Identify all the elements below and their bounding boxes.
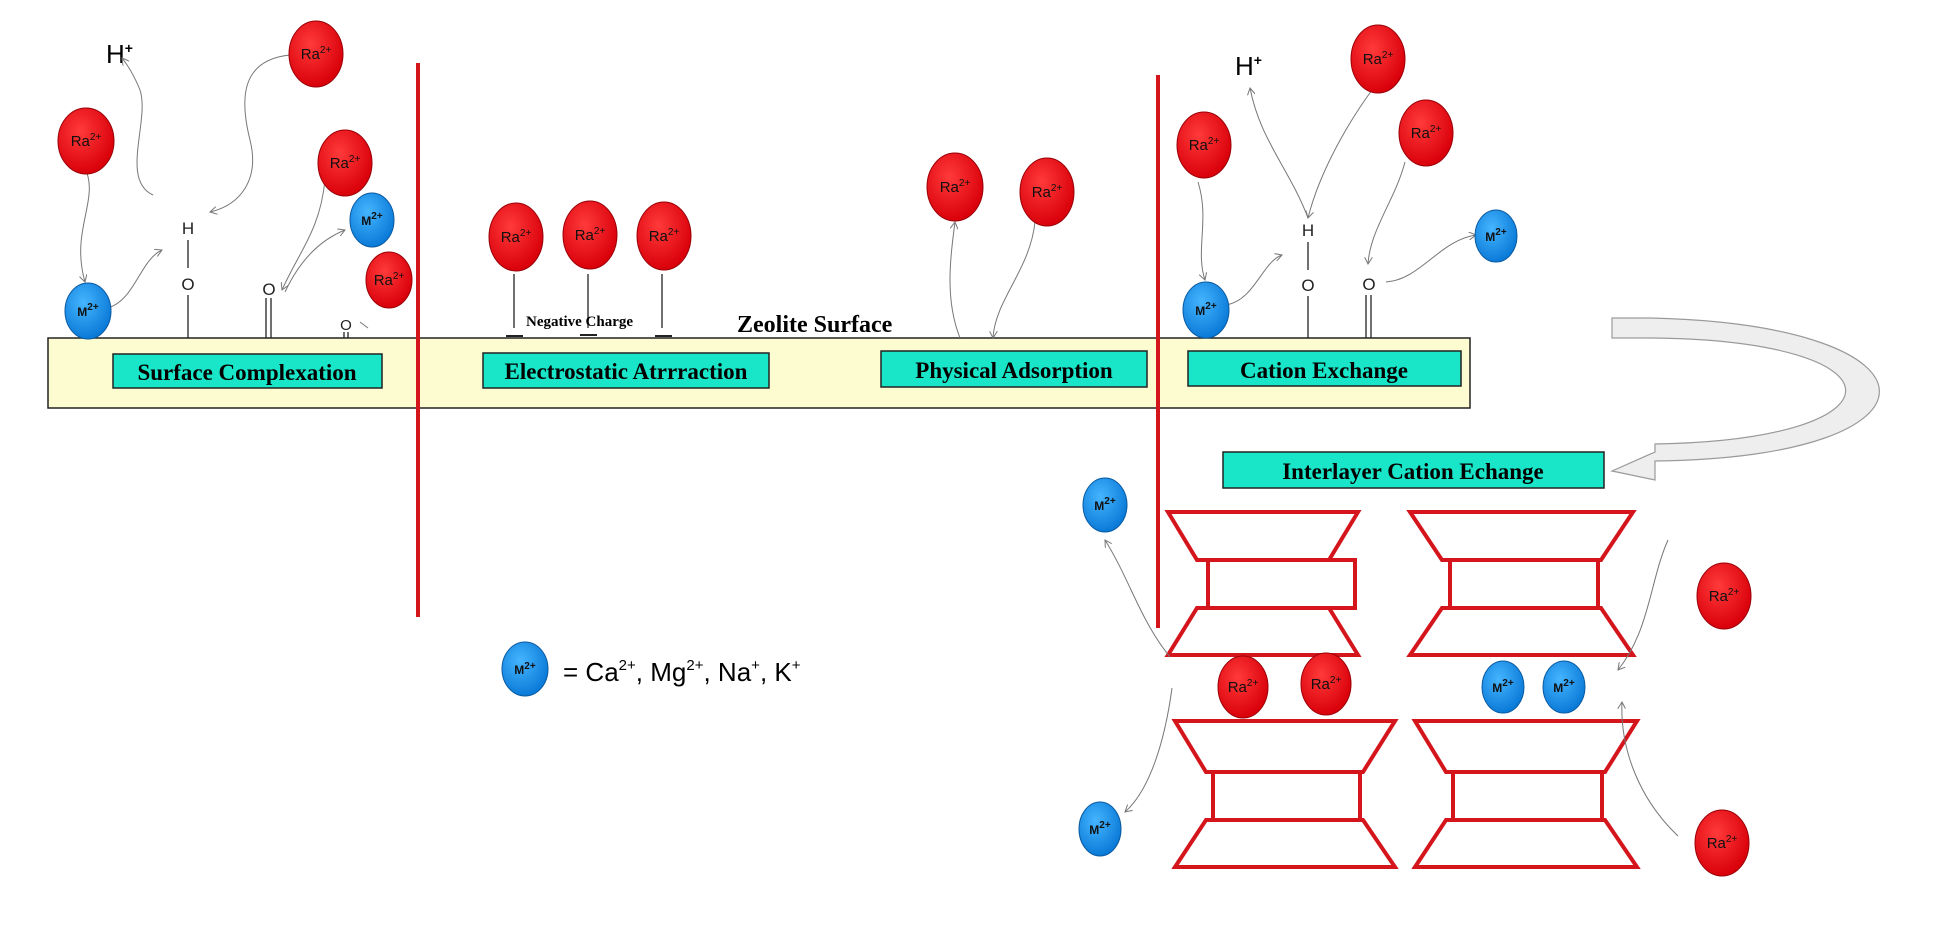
radium-ion: Ra2+: [562, 200, 618, 270]
radium-ion: Ra2+: [488, 202, 544, 272]
radium-ion: Ra2+: [317, 129, 373, 197]
metal-cation: M2+: [1481, 660, 1525, 714]
svg-text:M2+: M2+: [514, 661, 536, 677]
svg-text:Ra2+: Ra2+: [1189, 136, 1220, 154]
svg-text:M2+: M2+: [361, 211, 383, 228]
hydrogen-ion-label-right: H+: [1235, 51, 1262, 81]
surface-hydrogen-atom: H: [182, 219, 194, 238]
label-electrostatic-attraction: Electrostatic Atrrraction: [482, 352, 770, 389]
interlayer-curved-arrow: [1610, 317, 1880, 481]
radium-ion: Ra2+: [1350, 24, 1406, 94]
radium-ions: Ra2+ Ra2+ Ra2+ Ra2+ Ra2+ Ra2+ Ra2+ Ra2+ Ra2+ Ra2+…: [57, 20, 1752, 877]
svg-text:Ra2+: Ra2+: [1709, 587, 1740, 605]
svg-text:Ra2+: Ra2+: [575, 226, 606, 244]
metal-cation: M2+: [349, 192, 395, 248]
radium-ion: Ra2+: [1694, 809, 1750, 877]
svg-text:Ra2+: Ra2+: [374, 271, 405, 289]
metal-cation: M2+: [1474, 209, 1518, 263]
svg-text:M2+: M2+: [1492, 678, 1514, 695]
metal-cation: M2+: [1542, 660, 1586, 714]
label-surface-complexation: Surface Complexation: [112, 353, 383, 389]
svg-text:Ra2+: Ra2+: [1311, 675, 1342, 693]
svg-text:Ra2+: Ra2+: [301, 45, 332, 63]
svg-text:Physical Adsorption: Physical Adsorption: [915, 358, 1113, 383]
svg-text:M2+: M2+: [1089, 820, 1111, 837]
legend-m-ion-icon: [501, 641, 549, 697]
metal-cation: M2+: [1182, 281, 1230, 339]
radium-ion: Ra2+: [1217, 655, 1269, 719]
negative-charge-label: Negative Charge: [526, 314, 633, 330]
metal-cation: M2+: [1082, 477, 1128, 533]
svg-text:Ra2+: Ra2+: [71, 132, 102, 150]
svg-text:M2+: M2+: [1485, 227, 1507, 244]
radium-ion: Ra2+: [1019, 157, 1075, 227]
surface-oxygen-double: O: [262, 280, 275, 299]
svg-text:Cation Exchange: Cation Exchange: [1240, 358, 1408, 383]
svg-text:Interlayer Cation Echange: Interlayer Cation Echange: [1282, 459, 1544, 484]
svg-text:Ra2+: Ra2+: [649, 227, 680, 245]
svg-text:Ra2+: Ra2+: [1363, 50, 1394, 68]
svg-text:M2+: M2+: [1094, 496, 1116, 513]
metal-cation: M2+: [1078, 801, 1122, 857]
metal-cations: M2+ M2+ M2+ M2+ M2+ M2+ M2+ M2+: [64, 192, 1586, 857]
svg-text:Electrostatic Atrrraction: Electrostatic Atrrraction: [505, 359, 748, 384]
cx-oxygen-double: O: [1362, 275, 1375, 294]
label-interlayer-cation-exchange: Interlayer Cation Echange: [1222, 451, 1605, 489]
surface-oxygen-atom: O: [181, 275, 194, 294]
svg-text:M2+: M2+: [1553, 678, 1575, 695]
svg-text:Ra2+: Ra2+: [1032, 183, 1063, 201]
metal-cation: M2+: [64, 282, 112, 340]
radium-ion: Ra2+: [57, 107, 115, 175]
legend: M2+ = Ca2+, Mg2+, Na+, K+: [501, 641, 801, 697]
cx-hydrogen-atom: H: [1302, 221, 1314, 240]
svg-text:M2+: M2+: [1195, 301, 1217, 318]
radium-ion: Ra2+: [1300, 652, 1352, 716]
svg-text:Ra2+: Ra2+: [1411, 124, 1442, 142]
zeolite-surface-title: Zeolite Surface: [737, 312, 893, 338]
svg-text:Ra2+: Ra2+: [940, 178, 971, 196]
legend-text: = Ca2+, Mg2+, Na+, K+: [563, 657, 801, 687]
svg-text:M2+: M2+: [77, 302, 99, 319]
surface-oxygen-small: O: [340, 317, 352, 334]
radium-ion: Ra2+: [1398, 99, 1454, 167]
svg-text:Ra2+: Ra2+: [330, 154, 361, 172]
svg-text:Ra2+: Ra2+: [1228, 678, 1259, 696]
svg-text:Ra2+: Ra2+: [501, 228, 532, 246]
radium-ion: Ra2+: [636, 201, 692, 271]
radium-ion: Ra2+: [1176, 111, 1232, 179]
hydrogen-ion-label: H+: [106, 39, 133, 69]
radium-ion: Ra2+: [288, 20, 344, 88]
label-cation-exchange: Cation Exchange: [1187, 350, 1462, 387]
svg-text:Surface Complexation: Surface Complexation: [137, 360, 356, 385]
radium-ion: Ra2+: [926, 152, 984, 222]
svg-text:Ra2+: Ra2+: [1707, 834, 1738, 852]
cx-oxygen-atom: O: [1301, 276, 1314, 295]
radium-ion: Ra2+: [1696, 562, 1752, 630]
zeolite-framework-layers: [1164, 510, 1641, 869]
label-physical-adsorption: Physical Adsorption: [880, 350, 1148, 388]
radium-ion: Ra2+: [365, 251, 413, 309]
